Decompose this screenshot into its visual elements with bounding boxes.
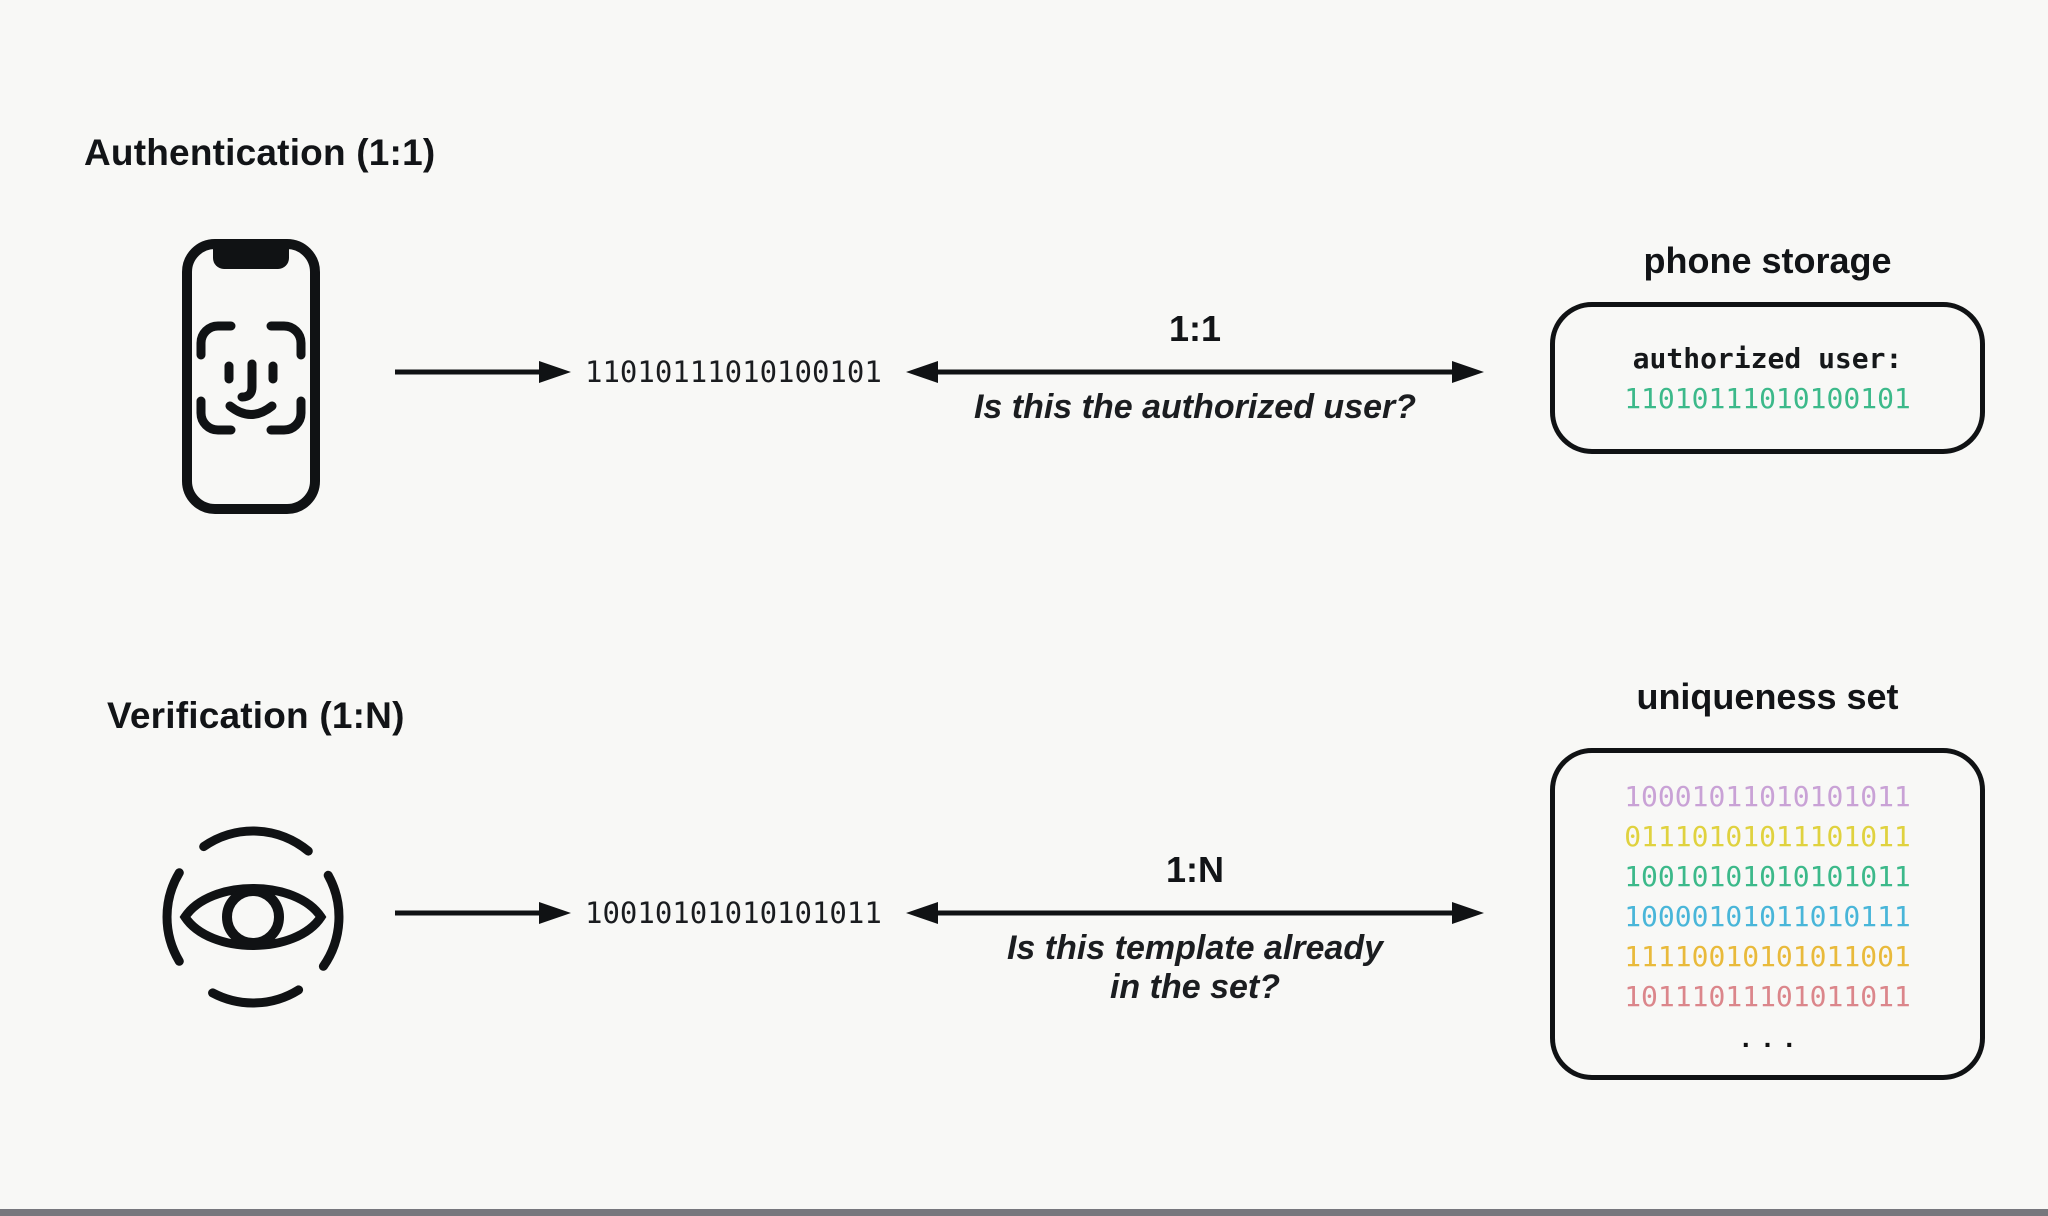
- relation-label-verification: 1:N: [906, 849, 1484, 891]
- ellipsis: ...: [1741, 1022, 1808, 1053]
- match-question-authentication: Is this the authorized user?: [906, 388, 1484, 427]
- uniqueness-entry: 01110101011101011: [1624, 820, 1911, 853]
- uniqueness-entry: 10001011010101011: [1624, 780, 1911, 813]
- phone-faceid-icon: [182, 239, 320, 514]
- question-line: in the set?: [1109, 968, 1281, 1006]
- section-title-verification: Verification (1:N): [107, 695, 405, 736]
- uniqueness-set-box: 10001011010101011 01110101011101011 100101…: [1550, 748, 1985, 1080]
- match-question-verification: Is this template already in the set?: [906, 929, 1484, 1007]
- eye-scan-icon: [162, 826, 344, 1008]
- relation-text: 1:1: [1168, 308, 1222, 349]
- store-title-phone-storage: phone storage: [1643, 240, 1892, 281]
- probe-template-authentication: 11010111010100101: [585, 355, 882, 389]
- authorized-user-label: authorized user:: [1632, 341, 1903, 375]
- question-line: Is this the authorized user?: [973, 388, 1417, 426]
- match-arrow-authentication: [906, 361, 1484, 383]
- section-title-authentication: Authentication (1:1): [84, 132, 436, 173]
- phone-storage-box: authorized user: 11010111010100101: [1550, 302, 1985, 454]
- match-arrow-verification: [906, 902, 1484, 924]
- question-line: Is this template already: [1006, 929, 1384, 967]
- relation-label-authentication: 1:1: [906, 308, 1484, 350]
- arrow-source-to-template-auth: [395, 361, 571, 383]
- uniqueness-entry: 11110010101011001: [1624, 940, 1911, 973]
- arrow-source-to-template-verif: [395, 902, 571, 924]
- bottom-bar: [0, 1209, 2048, 1216]
- store-title-uniqueness-set: uniqueness set: [1636, 676, 1899, 717]
- uniqueness-entries: 10001011010101011 01110101011101011 100101…: [1624, 777, 1911, 1017]
- authorized-user-value: 11010111010100101: [1624, 381, 1911, 415]
- relation-text: 1:N: [1165, 849, 1224, 890]
- uniqueness-entry: 10010101010101011: [1624, 860, 1911, 893]
- uniqueness-entry: 10000101011010111: [1624, 900, 1911, 933]
- probe-template-verification: 10010101010101011: [585, 896, 882, 930]
- uniqueness-entry: 10111011101011011: [1624, 980, 1911, 1013]
